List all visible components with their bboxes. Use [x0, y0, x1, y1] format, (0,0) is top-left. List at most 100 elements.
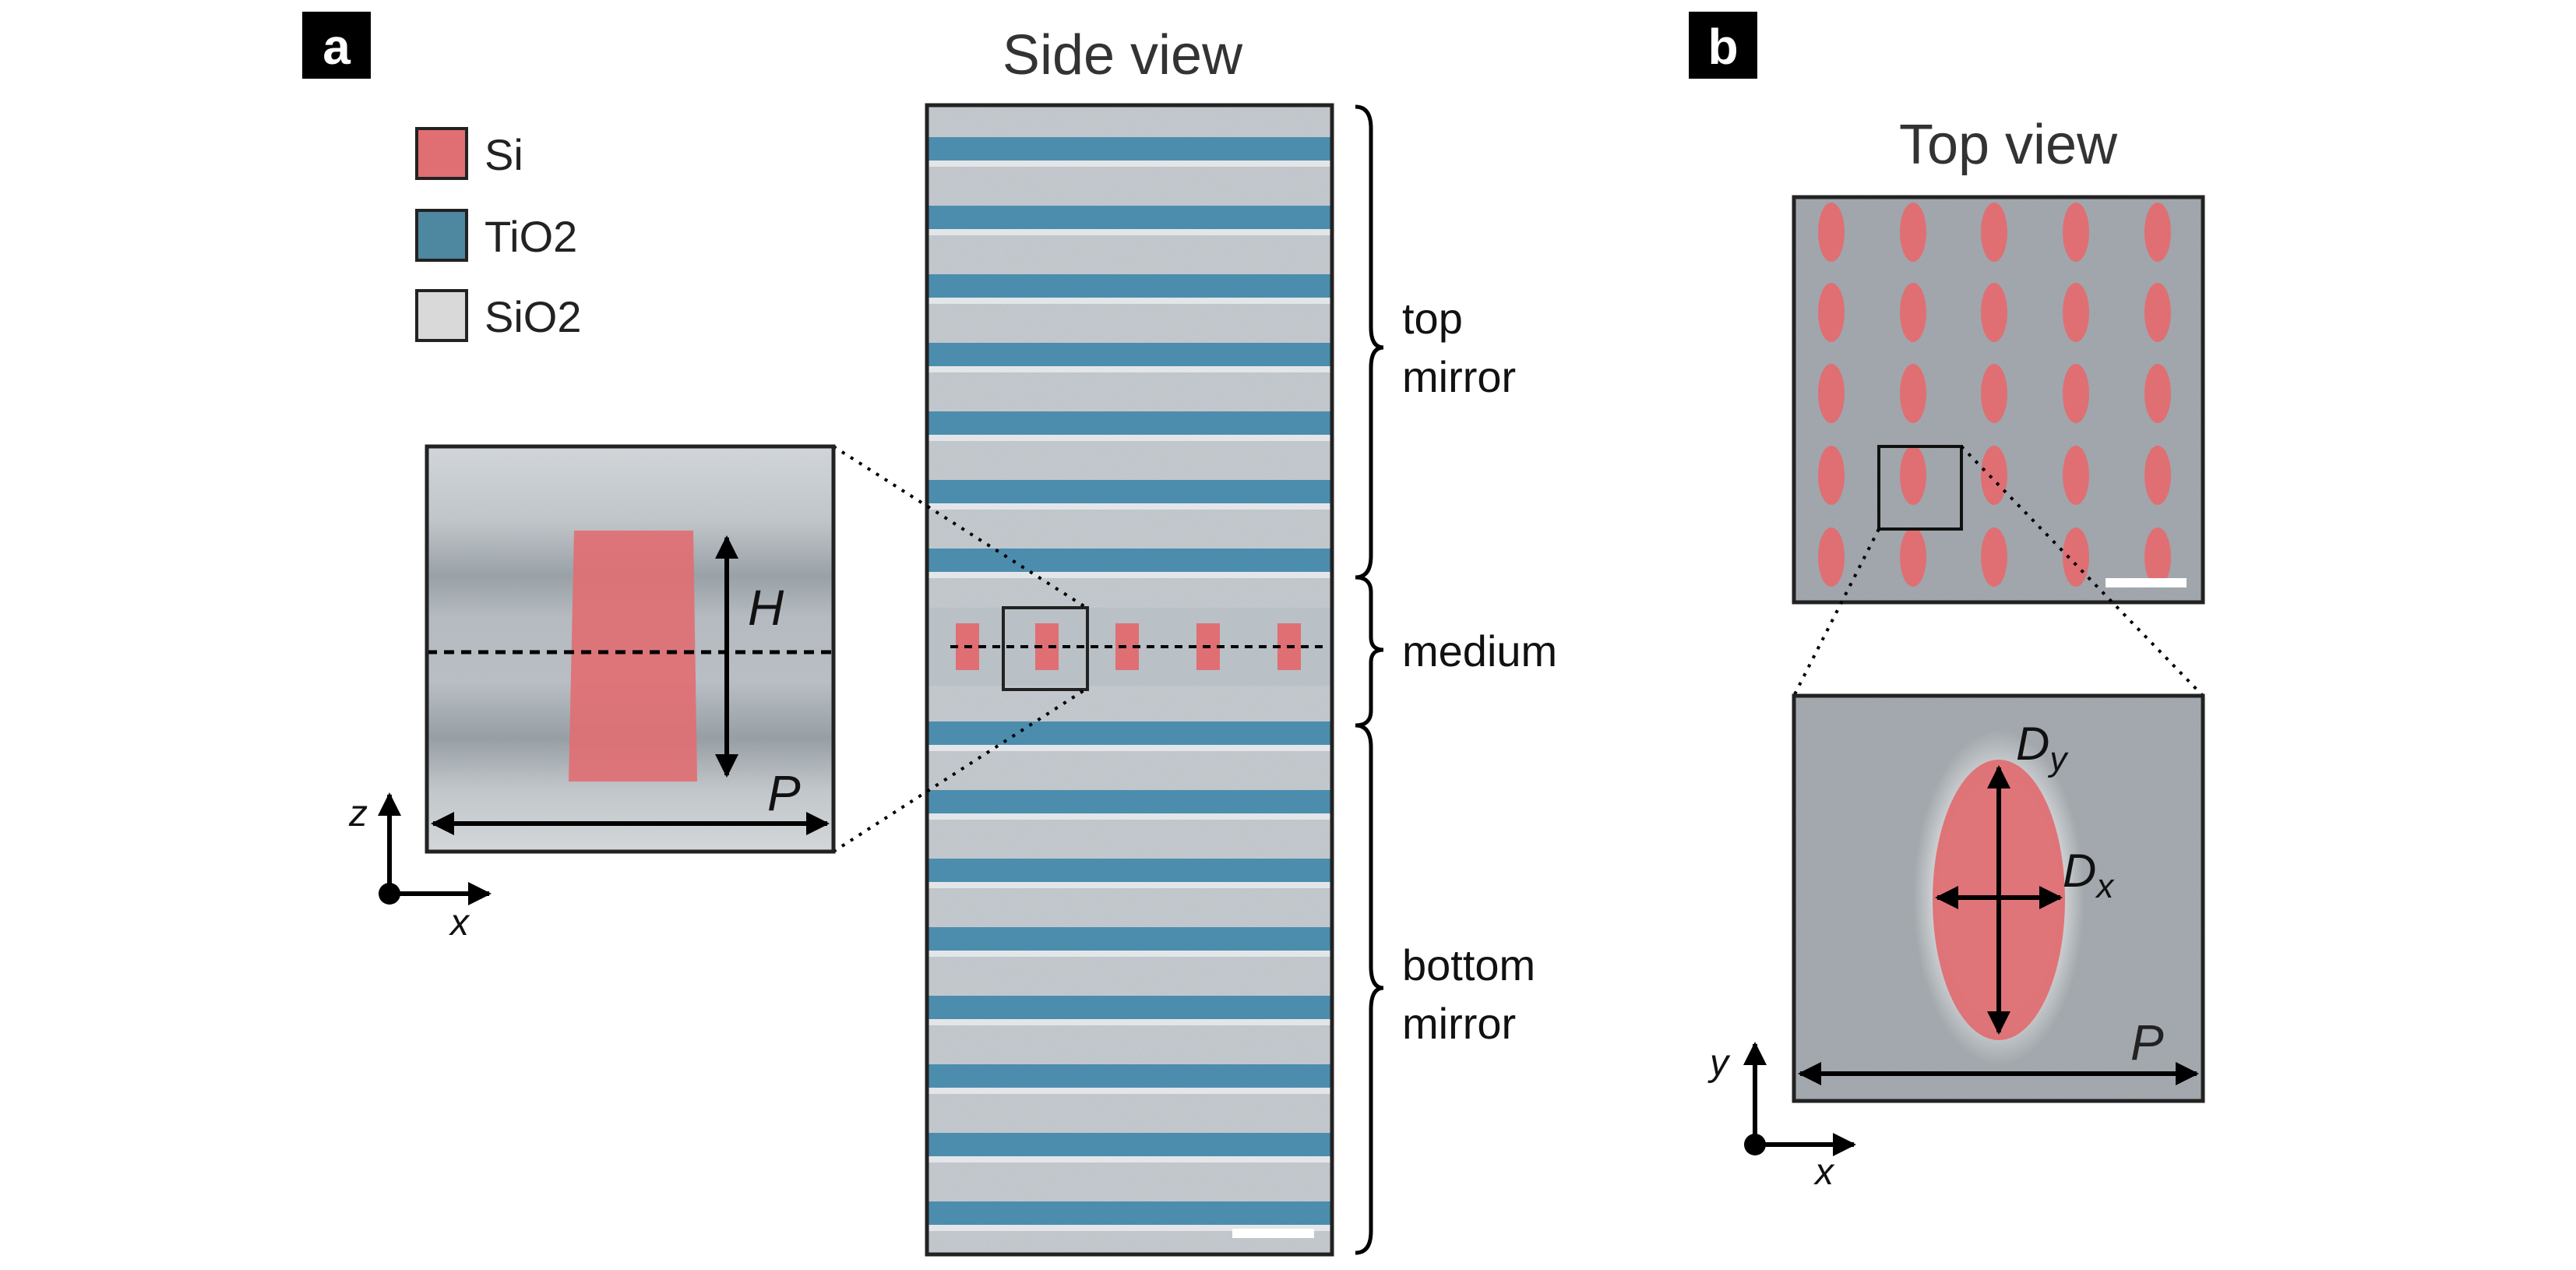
axes-a-x-label: x [449, 902, 470, 944]
height-symbol: H [748, 580, 784, 636]
legend-swatch-tio2 [415, 209, 468, 262]
layer-highlight [927, 503, 1332, 510]
panel-a-label-box [302, 12, 371, 79]
nanopillar [1900, 446, 1926, 505]
axes-a: z x [348, 792, 492, 944]
period-symbol-b: P [2130, 1014, 2164, 1071]
side-view-frame [925, 103, 1334, 1257]
layer-highlight [927, 1019, 1332, 1025]
dy-subscript: y [2047, 740, 2069, 778]
layer-highlight [927, 1225, 1332, 1231]
tio2-layer [927, 859, 1332, 882]
nanopillar [2144, 283, 2171, 342]
side-view-selection-box [1002, 606, 1089, 691]
legend-label-sio2: SiO2 [485, 292, 582, 341]
layer-highlight [927, 161, 1332, 167]
dy-main: D [2016, 718, 2049, 770]
nanopillar [1981, 446, 2007, 505]
nanopillar [1818, 364, 1845, 423]
side-view-title: Side view [1003, 24, 1243, 86]
layer-highlight [927, 882, 1332, 888]
brace-top-mirror [1355, 104, 1384, 580]
inset-b-frame [1792, 693, 2205, 1103]
nanopillar [1818, 283, 1845, 342]
tio2-layer [927, 996, 1332, 1019]
panel-b-label-box [1689, 12, 1757, 79]
nanopillar [1981, 203, 2007, 262]
brace-bottom-mirror [1355, 723, 1384, 1255]
nanopillar [2063, 283, 2089, 342]
nanopillar [1818, 203, 1845, 262]
tio2-layer [927, 1064, 1332, 1088]
panel-b: b Top view Dy Dx P [1689, 12, 2205, 1193]
legend-label-si: Si [485, 130, 523, 179]
top-view-sem [1792, 195, 2205, 605]
layer-highlight [927, 366, 1332, 372]
period-symbol-a: P [767, 765, 801, 821]
layer-highlight [927, 1156, 1332, 1162]
region-label-medium: medium [1402, 626, 1557, 676]
inset-b: Dy Dx P [1792, 693, 2205, 1103]
tio2-layer [927, 721, 1332, 745]
layer-highlight [927, 435, 1332, 441]
nanopillar [2144, 446, 2171, 505]
tio2-layer [927, 927, 1332, 951]
side-view-sem [925, 103, 1334, 1257]
nanopillar [1900, 283, 1926, 342]
side-view-scale-bar [1232, 1229, 1314, 1238]
layer-highlight [927, 813, 1332, 820]
nanopillar [1900, 364, 1926, 423]
nanopillar [2144, 527, 2171, 587]
dx-main: D [2063, 845, 2096, 897]
inset-a-frame [425, 444, 836, 854]
axes-b-x-label: x [1813, 1152, 1835, 1193]
top-view-title: Top view [1899, 114, 2118, 176]
tio2-layer [927, 274, 1332, 298]
layer-highlight [927, 1088, 1332, 1094]
tio2-layer [927, 137, 1332, 161]
tio2-layer [927, 1201, 1332, 1225]
nanopillar [2144, 364, 2171, 423]
layer-highlight [927, 745, 1332, 751]
legend-swatch-sio2 [415, 289, 468, 342]
region-label-bottom-line1: bottom [1402, 940, 1535, 990]
nanopillar [1900, 203, 1926, 262]
top-view-scale-bar [2106, 578, 2187, 587]
axes-b-y-label: y [1707, 1042, 1731, 1084]
tio2-layer [927, 1133, 1332, 1156]
panel-a-label: a [322, 19, 351, 75]
nanopillar [2063, 203, 2089, 262]
nanopillar [1981, 364, 2007, 423]
nanopillar [1900, 527, 1926, 587]
dy-label: Dy [2016, 718, 2069, 778]
si-pillar-cross-section [569, 531, 697, 781]
axes-b: y x [1707, 1042, 1856, 1193]
top-view-selection-box [1877, 445, 1963, 531]
nanopillar [2144, 203, 2171, 262]
panel-b-label: b [1707, 19, 1738, 75]
material-legend: Si TiO2 SiO2 [415, 127, 582, 342]
region-label-top-line2: mirror [1402, 352, 1516, 401]
legend-label-tio2: TiO2 [485, 212, 577, 261]
nanopillar [2063, 364, 2089, 423]
layer-highlight [927, 572, 1332, 578]
tio2-layer [927, 411, 1332, 435]
axes-a-z-label: z [348, 793, 368, 834]
nanopillar [1818, 446, 1845, 505]
brace-medium [1355, 575, 1384, 728]
layer-highlight [927, 229, 1332, 235]
region-label-top-line1: top [1402, 294, 1463, 343]
legend-swatch-si [415, 127, 468, 180]
panel-a: a Side view Si TiO2 SiO2 [302, 12, 1557, 1257]
top-view-frame [1792, 195, 2205, 605]
layer-highlight [927, 951, 1332, 957]
dx-label: Dx [2063, 845, 2115, 905]
region-braces [1355, 104, 1384, 1255]
tio2-layer [927, 549, 1332, 572]
tio2-layer [927, 480, 1332, 503]
dx-subscript: x [2095, 867, 2115, 905]
region-label-bottom-line2: mirror [1402, 999, 1516, 1048]
nanopillar [1981, 283, 2007, 342]
tio2-layer [927, 790, 1332, 813]
